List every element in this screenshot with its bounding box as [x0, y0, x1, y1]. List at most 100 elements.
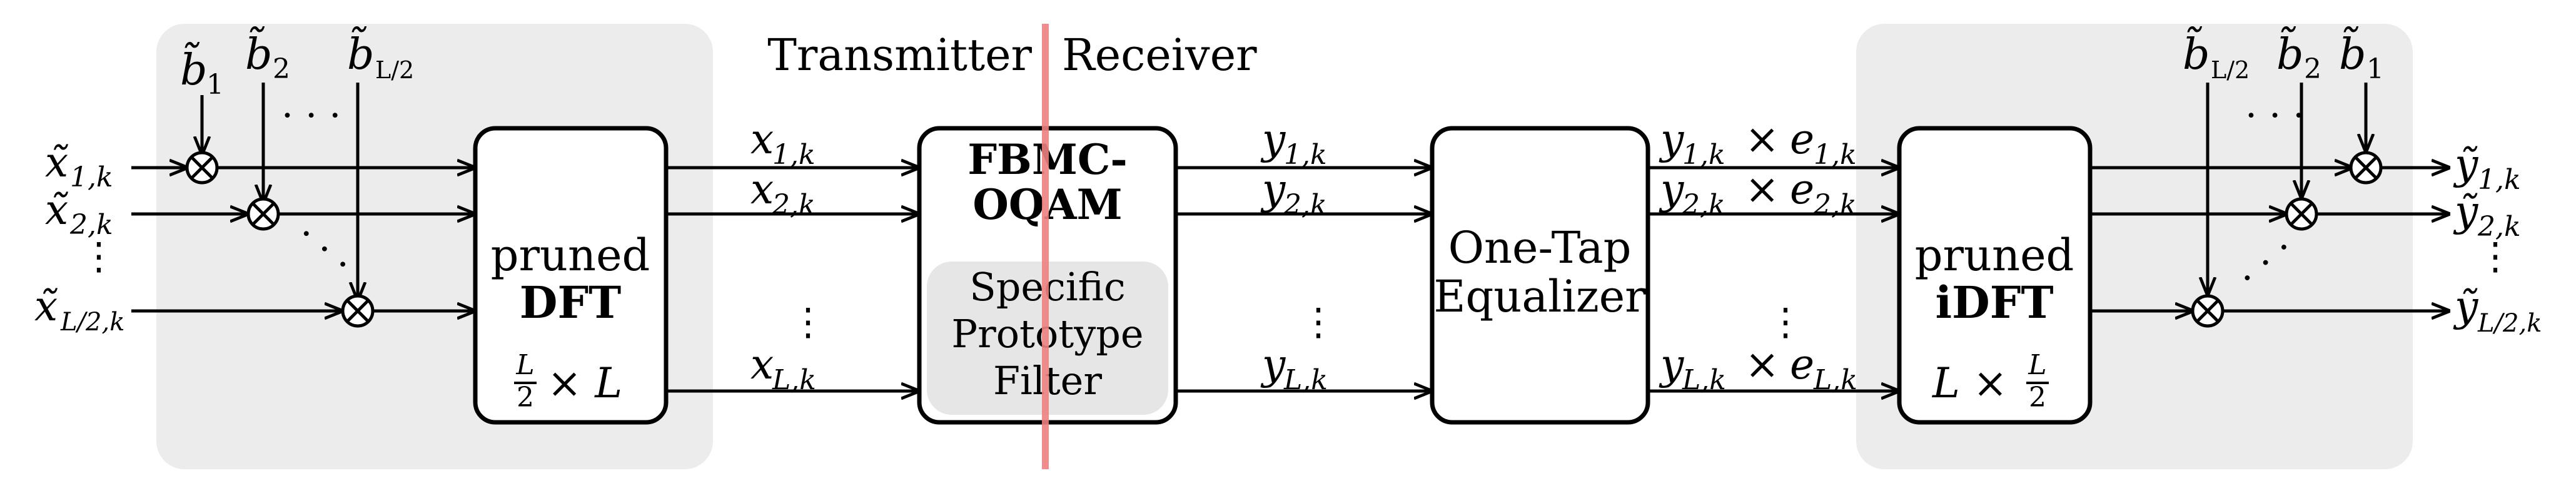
svg-text:ỹ: ỹ [2453, 187, 2478, 235]
tx-output-1: x 1,k [750, 115, 816, 171]
svg-text:e: e [1790, 115, 1814, 163]
eq-output-vdots: ⋮ [1767, 300, 1804, 344]
svg-text:1,k: 1,k [772, 139, 816, 171]
svg-text:2: 2 [517, 382, 534, 414]
svg-text:b̃: b̃ [347, 26, 375, 79]
svg-text:2: 2 [273, 53, 290, 85]
rx-multiplier-1 [2349, 151, 2383, 185]
svg-text:L ×: L × [1932, 359, 2008, 407]
tx-b2-label: b̃ 2 [245, 26, 290, 85]
svg-text:2,k: 2,k [69, 209, 113, 241]
idft-dimensions: L × L 2 [1932, 349, 2049, 414]
svg-text:1,k: 1,k [2478, 164, 2521, 196]
tx-b1-label: b̃ 1 [180, 42, 224, 101]
svg-text:×: × [1745, 340, 1779, 389]
svg-text:x̃: x̃ [45, 138, 69, 186]
svg-text:L/2,k: L/2,k [60, 308, 124, 337]
eq-output-1: y 1,k × e 1,k [1659, 115, 1857, 171]
svg-text:L,k: L,k [1813, 364, 1857, 396]
rx-b2-label: b̃ 2 [2276, 26, 2321, 85]
svg-text:ỹ: ỹ [2453, 282, 2478, 330]
svg-text:L,k: L,k [1283, 364, 1328, 396]
svg-text:1,k: 1,k [1814, 139, 1857, 171]
svg-text:2,k: 2,k [772, 189, 816, 221]
dft-line2: DFT [520, 277, 622, 328]
svg-text:2,k: 2,k [1813, 189, 1857, 221]
tx-b-dots: · · · [281, 94, 341, 138]
idft-line2: iDFT [1935, 277, 2053, 328]
tx-output-L: x L,k [750, 340, 816, 396]
pruned-idft-block [1897, 126, 2093, 425]
svg-text:b̃: b̃ [2276, 26, 2304, 79]
svg-text:y: y [1659, 115, 1684, 163]
svg-text:b̃: b̃ [245, 26, 273, 79]
svg-text:1: 1 [2366, 53, 2384, 85]
rx-b-dots: · · · [2245, 94, 2305, 138]
svg-text:x: x [750, 340, 774, 389]
svg-text:L: L [2028, 349, 2046, 381]
eq-output-2: y 2,k × e 2,k [1659, 165, 1857, 221]
svg-text:1,k: 1,k [70, 161, 113, 193]
svg-text:2,k: 2,k [2477, 211, 2521, 243]
channel-output-vdots: ⋮ [1300, 300, 1337, 344]
tx-multiplier-L [341, 294, 375, 328]
rx-multiplier-2 [2285, 197, 2318, 231]
tx-input-vdots: ⋮ [80, 235, 118, 278]
eq-output-L: y L,k × e L,k [1659, 340, 1857, 396]
dft-line1: pruned [491, 230, 650, 281]
one-tap-equalizer-block [1430, 126, 1650, 425]
svg-text:1,k: 1,k [1682, 139, 1725, 171]
tx-rx-divider [1042, 24, 1049, 469]
svg-text:y: y [1659, 165, 1684, 213]
channel-output-2: y 2,k [1260, 165, 1327, 221]
svg-text:L,k: L,k [772, 364, 816, 396]
rx-b1-label: b̃ 1 [2339, 26, 2384, 85]
idft-line1: pruned [1915, 230, 2074, 281]
tx-output-2: x 2,k [750, 165, 816, 221]
tx-multiplier-2 [246, 197, 280, 231]
svg-text:2,k: 2,k [1283, 189, 1327, 221]
svg-text:y: y [1260, 165, 1286, 213]
svg-text:e: e [1790, 165, 1814, 213]
svg-text:x̃: x̃ [34, 282, 58, 330]
dft-dimensions: L 2 × L [514, 349, 622, 414]
svg-text:2,k: 2,k [1682, 189, 1725, 221]
svg-text:×: × [1745, 165, 1779, 213]
svg-text:1: 1 [206, 69, 224, 101]
rx-output-vdots: ⋮ [2477, 235, 2514, 278]
rx-output-1: ỹ 1,k [2453, 140, 2521, 196]
svg-text:b̃: b̃ [2183, 26, 2210, 79]
svg-text:L: L [515, 349, 534, 381]
svg-text:L,k: L,k [1682, 364, 1726, 396]
tx-multiplier-1 [185, 151, 219, 185]
pruned-dft-block [473, 126, 669, 425]
svg-text:x̃: x̃ [45, 186, 69, 234]
svg-text:×: × [1745, 115, 1779, 163]
transmitter-label: Transmitter [767, 29, 1032, 81]
receiver-label: Receiver [1062, 29, 1257, 81]
svg-text:b̃: b̃ [180, 42, 208, 95]
svg-text:x: x [750, 115, 774, 163]
svg-text:L/2: L/2 [2211, 56, 2250, 84]
tx-output-vdots: ⋮ [789, 300, 827, 344]
svg-text:y: y [1260, 340, 1286, 389]
svg-text:b̃: b̃ [2339, 26, 2366, 79]
svg-text:ỹ: ỹ [2453, 140, 2478, 188]
channel-output-1: y 1,k [1260, 115, 1327, 171]
svg-text:2: 2 [2029, 382, 2046, 414]
tx-input-2: x̃ 2,k [45, 186, 113, 241]
tx-input-L: x̃ L/2,k [34, 282, 124, 337]
svg-text:y: y [1659, 340, 1684, 389]
tx-input-1: x̃ 1,k [45, 138, 113, 193]
svg-text:L/2: L/2 [375, 56, 414, 84]
svg-text:e: e [1790, 340, 1814, 389]
svg-text:2: 2 [2304, 53, 2321, 85]
svg-text:× L: × L [547, 359, 622, 407]
rx-output-2: ỹ 2,k [2453, 187, 2521, 243]
equalizer-line2: Equalizer [1433, 271, 1646, 322]
svg-text:1,k: 1,k [1284, 139, 1327, 171]
rx-multiplier-L [2191, 294, 2225, 328]
tx-bL-label: b̃ L/2 [347, 26, 414, 84]
svg-text:x: x [750, 165, 774, 213]
equalizer-line1: One-Tap [1448, 222, 1632, 273]
